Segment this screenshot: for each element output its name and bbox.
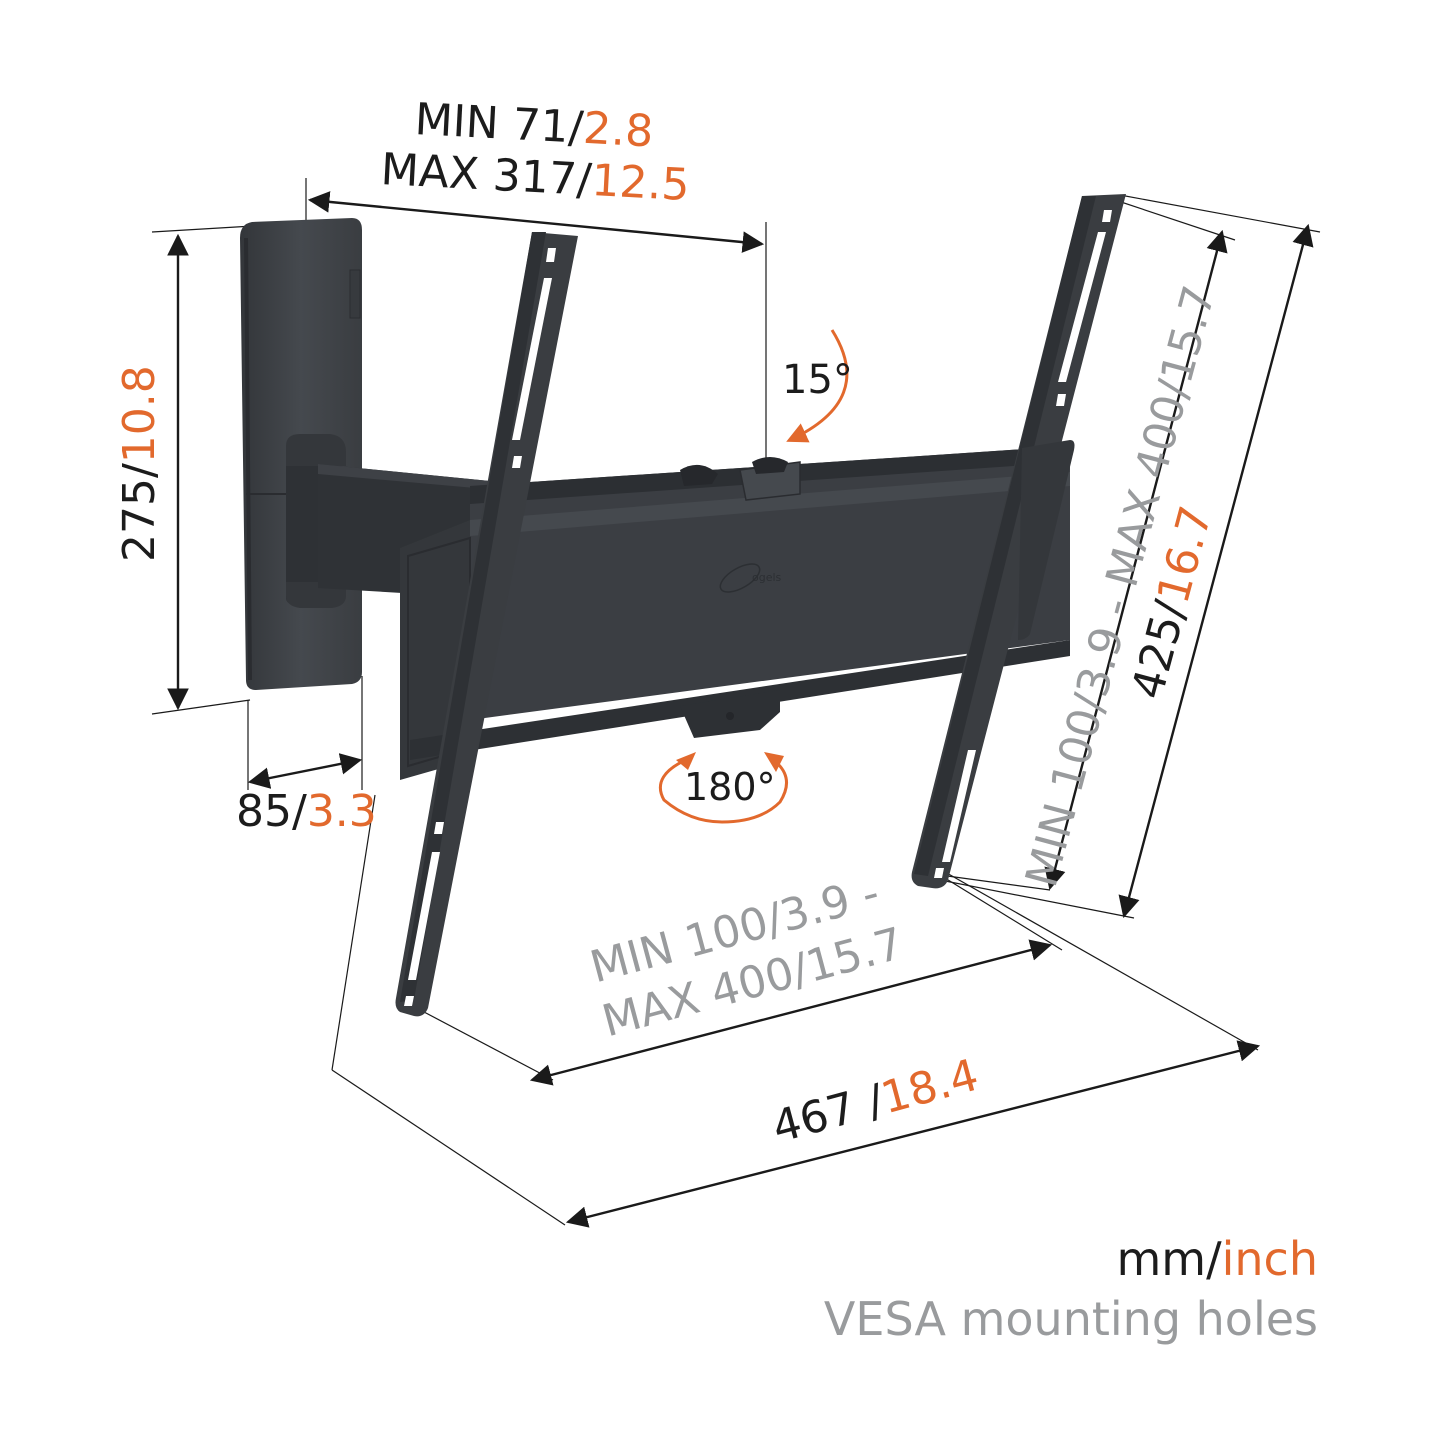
wall-plate-height-label: 275/10.8 (114, 365, 165, 562)
svg-text:ogels: ogels (752, 571, 782, 584)
carrier-plate: ogels (400, 446, 1070, 780)
tilt-arrow-icon (786, 329, 849, 443)
arm-extension-min-label: MIN 71/2.8 (413, 94, 655, 158)
swivel-arrows-icon (658, 752, 788, 824)
units-legend: mm/inch (1116, 1232, 1318, 1286)
brand-logo-icon: ogels (719, 563, 782, 593)
hinge (286, 434, 346, 608)
right-vertical-bracket (911, 194, 1126, 889)
extension-lines (151, 178, 1321, 1226)
left-vertical-bracket (395, 232, 578, 1017)
tilt-angle-label: 15° (782, 357, 853, 403)
swivel-angle-label: 180° (684, 765, 776, 809)
dimension-arrows (167, 191, 1314, 1228)
vesa-note: VESA mounting holes (823, 1292, 1318, 1346)
wall-plate-depth-label: 85/3.3 (236, 786, 377, 837)
